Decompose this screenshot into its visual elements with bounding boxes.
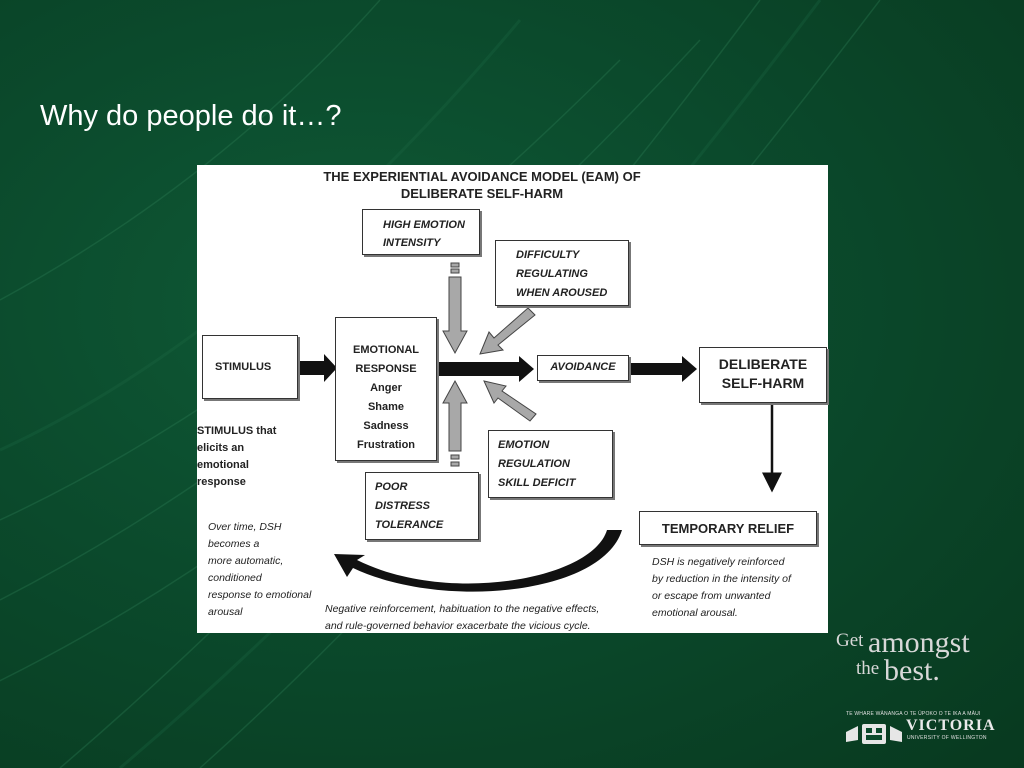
stimulus-box: STIMULUS	[202, 335, 298, 399]
arrow-high-emotion	[442, 262, 468, 355]
logo-maori-line: TE WHARE WĀNANGA O TE ŪPOKO O TE IKA A M…	[846, 711, 981, 717]
arrow-difficulty	[479, 307, 536, 355]
arrow-response-to-avoidance	[437, 356, 534, 382]
over-time-note: Over time, DSH becomes a more automatic,…	[208, 521, 312, 618]
stimulus-note: STIMULUS that elicits an emotional respo…	[197, 425, 277, 488]
high-emotion-box: HIGH EMOTION INTENSITY	[362, 209, 480, 255]
logo-university: UNIVERSITY OF WELLINGTON	[907, 735, 987, 741]
figure-title: THE EXPERIENTIAL AVOIDANCE MODEL (EAM) O…	[323, 169, 641, 201]
dsh-box: DELIBERATE SELF-HARM	[699, 347, 827, 403]
temporary-relief-box: TEMPORARY RELIEF	[639, 511, 817, 545]
crest-icon	[846, 724, 902, 744]
bottom-caption: Negative reinforcement, habituation to t…	[325, 603, 600, 632]
slide-title: Why do people do it…?	[40, 100, 342, 132]
emotion-regulation-box: EMOTION REGULATION SKILL DEFICIT	[488, 430, 613, 498]
logo-get: Get	[836, 630, 864, 651]
arrow-emotion-regulation	[483, 380, 537, 422]
arrow-avoidance-to-dsh	[629, 356, 697, 382]
difficulty-box: DIFFICULTY REGULATING WHEN AROUSED	[495, 240, 629, 306]
logo-the: the	[856, 658, 880, 679]
arrow-poor-distress	[442, 379, 468, 467]
diagram-arrows	[298, 262, 782, 592]
logo-amongst: amongst	[868, 626, 970, 659]
logo-victoria: VICTORIA	[906, 717, 996, 734]
arrow-return-curve	[334, 530, 622, 592]
logo-best: best.	[884, 654, 940, 687]
arrow-stimulus-to-response	[298, 354, 337, 382]
poor-distress-box: POOR DISTRESS TOLERANCE	[365, 472, 479, 540]
emotional-response-box: EMOTIONAL RESPONSE Anger Shame Sadness F…	[335, 317, 437, 461]
eam-diagram: THE EXPERIENTIAL AVOIDANCE MODEL (EAM) O…	[197, 165, 828, 633]
negatively-reinforced-note: DSH is negatively reinforced by reductio…	[652, 556, 791, 619]
avoidance-box: AVOIDANCE	[537, 355, 629, 381]
